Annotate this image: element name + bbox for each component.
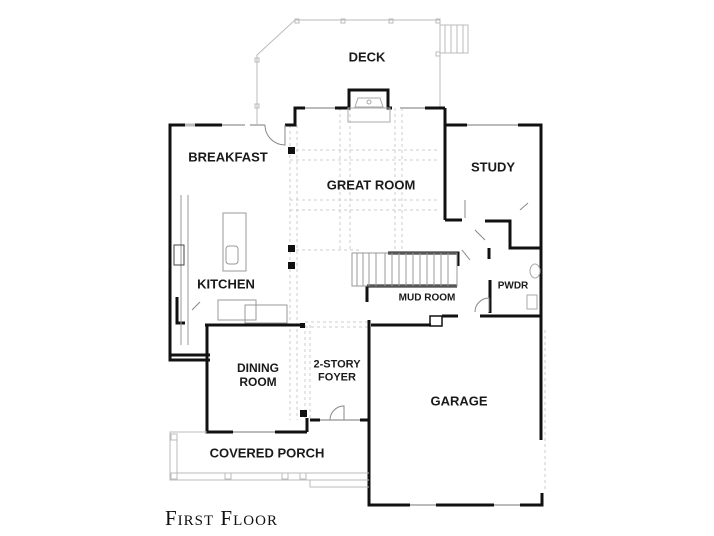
label-foyer: 2-STORY FOYER	[313, 358, 360, 383]
kitchen-fixtures	[173, 195, 288, 345]
label-deck: DECK	[348, 49, 386, 65]
ceiling-lines	[289, 108, 546, 490]
label-dining-room-line2: ROOM	[239, 375, 277, 389]
powder-room-fixtures	[526, 263, 541, 310]
label-great-room: GREAT ROOM	[326, 177, 416, 193]
label-dining-room-line1: DINING	[237, 361, 279, 376]
label-foyer-line2: FOYER	[318, 371, 356, 383]
label-covered-porch: COVERED PORCH	[209, 445, 325, 461]
porch-outline	[169, 431, 369, 488]
label-garage: GARAGE	[430, 393, 488, 409]
fireplace-icon	[347, 97, 391, 123]
label-pwdr: PWDR	[497, 280, 529, 292]
windows	[222, 107, 520, 506]
label-breakfast: BREAKFAST	[188, 149, 268, 165]
label-study: STUDY	[470, 159, 516, 175]
staircase	[351, 252, 458, 287]
columns	[288, 147, 307, 417]
label-dining-room: DINING ROOM	[237, 361, 279, 390]
doors	[191, 124, 529, 421]
label-foyer-line1: 2-STORY	[313, 358, 361, 371]
label-kitchen: KITCHEN	[197, 276, 255, 292]
floor-title: First Floor	[165, 506, 278, 530]
deck-outline	[254, 18, 469, 125]
label-mud-room: MUD ROOM	[398, 292, 456, 304]
